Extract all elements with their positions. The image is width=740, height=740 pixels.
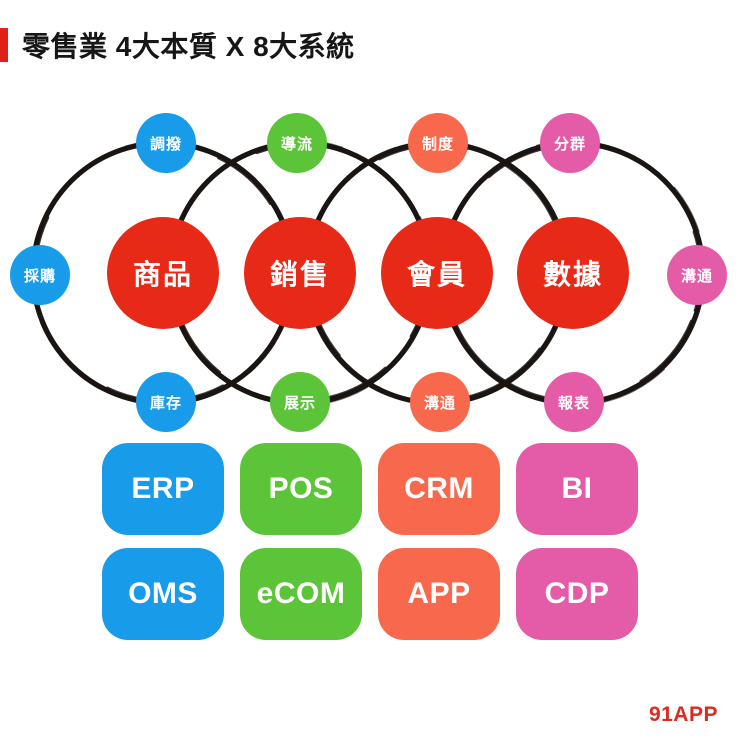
satellite-label: 展示 (283, 394, 316, 412)
satellite-circle-fenqun: 分群 (540, 113, 600, 173)
satellite-circle-goutong-right: 溝通 (667, 245, 727, 305)
satellite-circle-caigou: 採購 (10, 245, 70, 305)
system-badge-erp: ERP (102, 443, 224, 535)
title-accent-bar (0, 28, 8, 62)
satellite-label: 調撥 (149, 135, 182, 153)
core-circle-product: 商品 (107, 217, 219, 329)
core-label: 數據 (542, 259, 603, 290)
system-label: OMS (128, 577, 198, 610)
satellite-label: 制度 (421, 135, 454, 153)
page-header: 零售業 4大本質 X 8大系統 (0, 27, 355, 63)
satellite-label: 採購 (23, 267, 56, 285)
system-label: eCOM (256, 577, 346, 610)
system-label: APP (407, 577, 471, 610)
satellite-label: 導流 (280, 135, 313, 153)
system-label: CDP (544, 577, 610, 610)
system-badge-crm: CRM (378, 443, 500, 535)
core-label: 會員 (406, 259, 467, 290)
satellite-label: 溝通 (423, 394, 456, 412)
system-badge-cdp: CDP (516, 548, 638, 640)
satellite-label: 分群 (553, 135, 586, 153)
core-circle-member: 會員 (381, 217, 493, 329)
satellite-circle-daoliu: 導流 (267, 113, 327, 173)
system-badge-ecom: eCOM (240, 548, 362, 640)
system-badge-pos: POS (240, 443, 362, 535)
page-title: 零售業 4大本質 X 8大系統 (22, 31, 355, 62)
satellite-circle-goutong-bottom: 溝通 (410, 372, 470, 432)
satellite-label: 庫存 (149, 394, 182, 412)
system-badge-oms: OMS (102, 548, 224, 640)
system-label: POS (268, 472, 334, 505)
satellite-circle-kucun: 庫存 (136, 372, 196, 432)
satellite-circle-zhidu: 制度 (408, 113, 468, 173)
core-label: 商品 (132, 259, 193, 290)
system-label: ERP (131, 472, 195, 505)
satellite-circle-diaobo: 調撥 (136, 113, 196, 173)
system-label: BI (561, 472, 593, 505)
system-badge-app: APP (378, 548, 500, 640)
satellite-label: 溝通 (680, 267, 713, 285)
core-circle-data: 數據 (517, 217, 629, 329)
core-circle-sales: 銷售 (244, 217, 356, 329)
core-label: 銷售 (269, 259, 330, 290)
system-label: CRM (404, 472, 474, 505)
satellite-circle-zhanshi: 展示 (270, 372, 330, 432)
system-badge-bi: BI (516, 443, 638, 535)
satellite-label: 報表 (557, 394, 590, 412)
satellite-circle-baobiao: 報表 (544, 372, 604, 432)
brand-logo: 91APP (648, 703, 718, 726)
